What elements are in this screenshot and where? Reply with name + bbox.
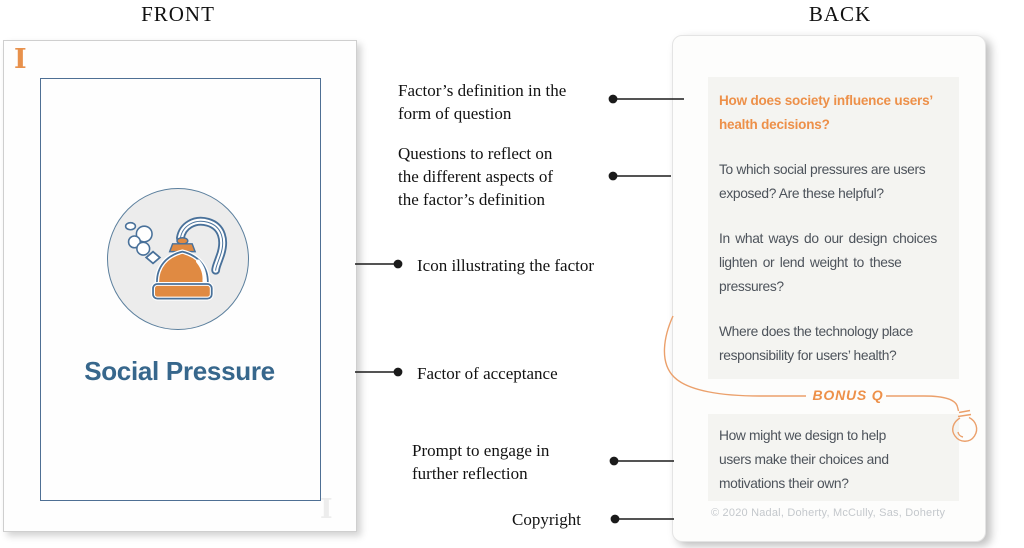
- steam-puffs: [124, 221, 153, 256]
- annotation-factor: Factor of acceptance: [417, 364, 558, 383]
- connector-dot-copyright: [610, 514, 620, 524]
- kettle-spout: [144, 250, 162, 265]
- front-card-inner-frame: [40, 78, 321, 501]
- reflection-question-2: In what ways do our design choices light…: [719, 231, 937, 294]
- copyright-text: © 2020 Nadal, Doherty, McCully, Sas, Doh…: [711, 507, 946, 519]
- connector-dot-questions: [608, 171, 618, 181]
- back-card: How does society influence users’ health…: [672, 35, 986, 542]
- bonus-question-panel: How might we design to help users make t…: [708, 414, 959, 501]
- factor-icon-circle: [107, 188, 249, 330]
- card-brand-logo: I: [14, 44, 27, 75]
- reflection-question-1: To which social pressures are users expo…: [719, 162, 926, 201]
- front-side-title: FRONT: [141, 2, 215, 26]
- annotation-copyright: Copyright: [512, 510, 581, 529]
- annotation-prompt: Prompt to engage in further reflection: [412, 441, 550, 483]
- kettle-handle: [176, 216, 227, 275]
- factor-name: Social Pressure: [84, 356, 275, 386]
- connector-dot-factor: [393, 367, 403, 377]
- back-side-title: BACK: [808, 2, 872, 26]
- reflection-question-3: Where does the technology place responsi…: [719, 324, 913, 363]
- annotation-icon: Icon illustrating the factor: [417, 256, 595, 275]
- bonus-question: How might we design to help users make t…: [719, 428, 889, 491]
- kettle-body: [151, 249, 214, 301]
- factor-definition-question: How does society influence users’ health…: [719, 93, 933, 132]
- connector-dot-prompt: [609, 456, 619, 466]
- card-watermark-logo: I: [320, 494, 333, 525]
- annotation-reflection-questions: Questions to reflect on the different as…: [398, 144, 553, 209]
- kettle-knob: [176, 237, 189, 245]
- questions-panel: How does society influence users’ health…: [708, 77, 959, 379]
- annotation-definition: Factor’s definition in the form of quest…: [398, 81, 567, 123]
- bonus-q-label: BONUS Q: [812, 387, 884, 403]
- connector-dot-definition: [608, 94, 618, 104]
- connector-dot-icon: [393, 259, 403, 269]
- front-card: I: [3, 40, 357, 532]
- kettle-icon: [124, 216, 227, 301]
